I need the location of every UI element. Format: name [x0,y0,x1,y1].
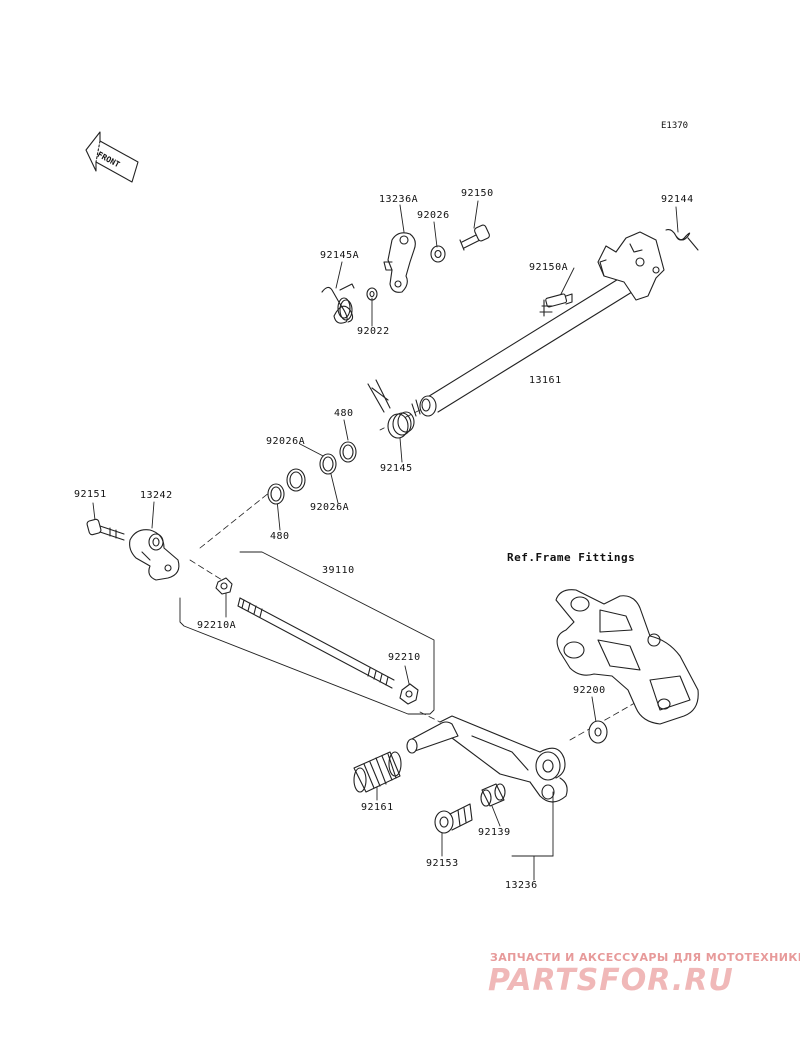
lever-13236A [383,232,416,293]
part-label-92153[interactable]: 92153 [426,858,459,869]
part-label-13236[interactable]: 13236 [505,880,538,891]
part-label-92022[interactable]: 92022 [357,326,390,337]
part-label-92145A[interactable]: 92145A [320,250,360,261]
spring-92144-icon [665,229,699,251]
part-label-92210[interactable]: 92210 [388,652,421,663]
nut-92210-icon [399,683,419,705]
part-label-92026[interactable]: 92026 [417,210,450,221]
bolt-92151-icon [86,518,125,541]
shift-shaft-13161 [411,231,665,417]
part-label-13236A[interactable]: 13236A [379,194,419,205]
front-arrow-icon [85,131,139,183]
diagram-code: E1370 [661,121,689,131]
part-label-92026A-upper[interactable]: 92026A [266,436,306,447]
bolt-92153-icon [434,803,473,834]
ref-frame-fittings-note: Ref.Frame Fittings [507,551,636,564]
part-label-92145[interactable]: 92145 [380,463,413,474]
watermark-logo[interactable]: PARTSFOR.RU [488,963,734,998]
washers-group [267,441,357,505]
part-label-92150A[interactable]: 92150A [529,262,569,273]
part-label-480-lower[interactable]: 480 [270,531,290,542]
shift-pedal-13236 [406,715,568,803]
spring-92145-icon [367,379,415,439]
collar-92139-icon [480,783,506,807]
assembly-bracket [179,551,435,715]
lever-13242 [129,529,180,581]
part-label-92200[interactable]: 92200 [573,685,606,696]
spring-92145A-icon [321,283,355,324]
part-label-92144[interactable]: 92144 [661,194,694,205]
part-label-480-upper[interactable]: 480 [334,408,354,419]
part-label-92026A-lower[interactable]: 92026A [310,502,350,513]
part-label-92161[interactable]: 92161 [361,802,394,813]
part-label-92150[interactable]: 92150 [461,188,494,199]
frame-fitting [555,589,699,725]
bolt-92150-icon [459,224,490,251]
part-label-92210A[interactable]: 92210A [197,620,237,631]
rubber-92161-icon [353,751,402,793]
tie-rod-39110 [237,597,395,689]
nut-92210A-icon [215,577,233,595]
part-label-13242[interactable]: 13242 [140,490,173,501]
washer-92200-icon [588,720,608,744]
leader-lines [92,200,679,881]
washer-92022-icon [366,287,378,301]
watermark-tagline: ЗАПЧАСТИ И АКСЕССУАРЫ ДЛЯ МОТОТЕХНИКИ [490,951,800,964]
part-label-92139[interactable]: 92139 [478,827,511,838]
part-label-92151[interactable]: 92151 [74,489,107,500]
washer-92026-icon [430,245,446,263]
bolt-92150A-icon [539,293,573,317]
part-label-13161[interactable]: 13161 [529,375,562,386]
part-label-39110[interactable]: 39110 [322,565,355,576]
